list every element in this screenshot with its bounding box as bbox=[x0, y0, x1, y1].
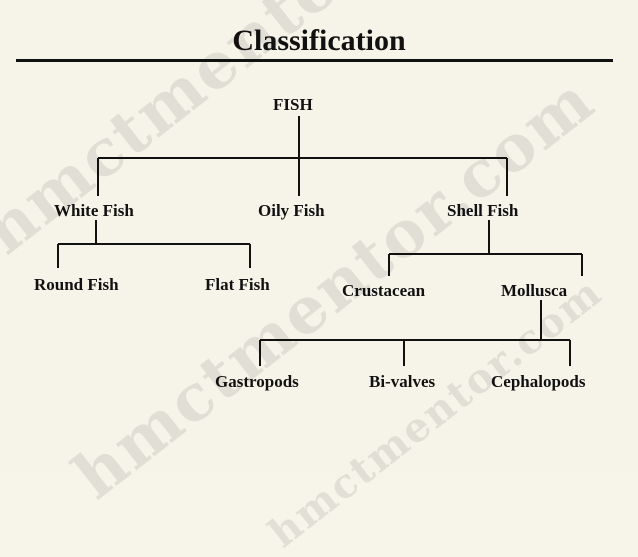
node-crustacean: Crustacean bbox=[342, 281, 426, 300]
title-underline bbox=[16, 59, 613, 62]
node-shell-fish: Shell Fish bbox=[447, 201, 519, 220]
node-gastropods: Gastropods bbox=[215, 372, 299, 391]
page-title: Classification bbox=[232, 24, 406, 57]
node-cephalopods: Cephalopods bbox=[491, 372, 586, 391]
tree-connectors bbox=[57, 116, 583, 366]
node-white-fish: White Fish bbox=[54, 201, 134, 220]
node-round-fish: Round Fish bbox=[34, 275, 119, 294]
slide: hmctmentor.com hmctmentor.com hmctmentor… bbox=[0, 0, 613, 557]
node-fish: FISH bbox=[273, 95, 313, 114]
node-flat-fish: Flat Fish bbox=[205, 275, 270, 294]
node-oily-fish: Oily Fish bbox=[258, 201, 325, 220]
node-mollusca: Mollusca bbox=[501, 281, 568, 300]
node-bi-valves: Bi-valves bbox=[369, 372, 436, 391]
